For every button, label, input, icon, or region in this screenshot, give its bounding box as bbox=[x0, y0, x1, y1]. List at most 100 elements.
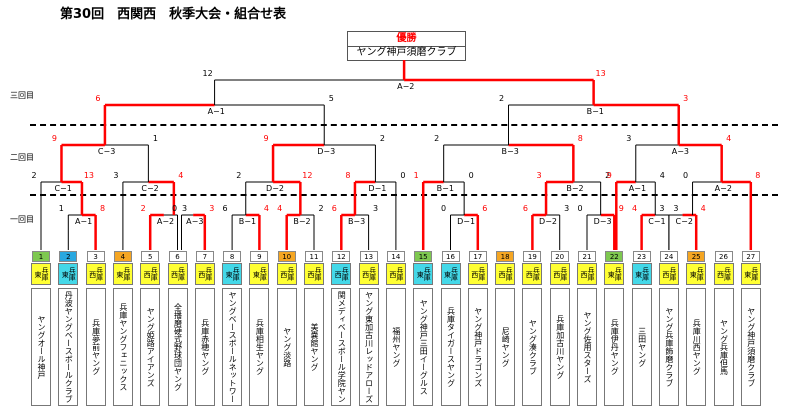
r1-A1-id: A−1 bbox=[74, 217, 93, 226]
r1-B3-id: B−3 bbox=[347, 217, 366, 226]
team-column: 兵庫西ヤング姫路アイアンズ bbox=[140, 263, 161, 406]
team-number: 18 bbox=[496, 251, 515, 262]
r4-A1-id: A−1 bbox=[207, 107, 225, 116]
team-pref-text: 兵庫西 bbox=[552, 267, 568, 281]
team-number: 9 bbox=[250, 251, 269, 262]
r4-A1-score-l: 6 bbox=[95, 94, 101, 103]
team-number: 15 bbox=[414, 251, 433, 262]
r2-B2-score-r: 2 bbox=[605, 171, 611, 180]
r2-A1-score-l: 9 bbox=[606, 171, 612, 180]
team-pref-text: 兵庫西 bbox=[334, 267, 350, 281]
team-pref: 兵庫西 bbox=[140, 263, 161, 285]
round-label-2: 二回目 bbox=[10, 153, 34, 162]
team-number: 5 bbox=[141, 251, 160, 262]
team-pref: 兵庫東 bbox=[58, 263, 79, 285]
team-column: 兵庫西ヤング湊クラブ bbox=[522, 263, 543, 406]
team-column: 兵庫東ヤングオール神戸 bbox=[31, 263, 51, 406]
winner-name: ヤング神戸須磨クラブ bbox=[356, 47, 457, 58]
team-pref: 兵庫東 bbox=[740, 263, 761, 285]
team-pref-text: 兵庫西 bbox=[197, 267, 213, 281]
r4-B1-score-r: 3 bbox=[683, 94, 689, 103]
r1-A1-score-r: 8 bbox=[100, 204, 106, 213]
team-column: 兵庫東兵庫伊丹ヤング bbox=[604, 263, 625, 406]
r2-C2-score-l: 3 bbox=[113, 171, 119, 180]
r1-D3-id: D−3 bbox=[593, 217, 612, 226]
r1-C1-score-l: 4 bbox=[632, 204, 638, 213]
team-name: 美嚢館ヤング bbox=[304, 288, 324, 406]
r1-C1-id: C−1 bbox=[648, 217, 666, 226]
team-column: 兵庫西兵庫加古川ヤング bbox=[549, 263, 570, 406]
team-column: 兵庫東兵庫タイガースヤング bbox=[440, 263, 461, 406]
team-name: ヤング神戸須磨クラブ bbox=[740, 288, 761, 406]
r3-C3-score-r: 1 bbox=[152, 134, 158, 143]
team-pref-text: 兵庫西 bbox=[143, 267, 159, 281]
team-number: 16 bbox=[441, 251, 460, 262]
r1-A3-score-l: 0 bbox=[171, 204, 178, 213]
team-number: 11 bbox=[305, 251, 323, 262]
team-name: ヤング東加古川レッドアローズ bbox=[358, 288, 379, 406]
team-pref: 兵庫西 bbox=[276, 263, 297, 285]
team-column: 兵庫東兵庫川西ヤング bbox=[686, 263, 707, 406]
team-pref-text: 兵庫東 bbox=[634, 267, 650, 281]
round-label-1: 一回目 bbox=[10, 215, 34, 224]
team-pref: 兵庫西 bbox=[495, 263, 516, 285]
team-number: 6 bbox=[168, 251, 187, 262]
team-name: 兵庫加古川ヤング bbox=[549, 288, 570, 406]
team-number: 12 bbox=[332, 251, 351, 262]
team-pref: 兵庫西 bbox=[577, 263, 597, 285]
team-name: 兵庫川西ヤング bbox=[686, 288, 707, 406]
r1-A2-score-r: 3 bbox=[181, 204, 188, 213]
team-name: 全播磨硬式野球団ヤング bbox=[167, 288, 188, 406]
r3-B3-id: B−3 bbox=[501, 147, 519, 156]
r1-B3-score-r: 3 bbox=[373, 204, 379, 213]
divider-1 bbox=[30, 124, 778, 126]
team-pref: 兵庫西 bbox=[331, 263, 352, 285]
team-pref-text: 兵庫東 bbox=[115, 267, 131, 281]
team-column: 兵庫西尼崎ヤング bbox=[495, 263, 516, 406]
r2-C1-score-r: 13 bbox=[83, 171, 95, 180]
r1-D2-score-l: 6 bbox=[522, 204, 528, 213]
team-number: 26 bbox=[714, 251, 733, 262]
team-pref-text: 兵庫西 bbox=[307, 267, 322, 281]
team-number: 17 bbox=[468, 251, 487, 262]
team-name: ヤング湊クラブ bbox=[522, 288, 543, 406]
team-name: ヤング兵庫但馬 bbox=[713, 288, 734, 406]
team-name: ヤング佐用スターズ bbox=[577, 288, 597, 406]
team-number: 23 bbox=[632, 251, 651, 262]
team-name: ヤング兵庫飾磨クラブ bbox=[658, 288, 679, 406]
team-number: 14 bbox=[386, 251, 405, 262]
r1-C1-score-r: 3 bbox=[673, 204, 679, 213]
r2-B1-score-l: 1 bbox=[413, 171, 419, 180]
team-pref: 兵庫東 bbox=[249, 263, 270, 285]
r4-A1-score-r: 5 bbox=[328, 94, 334, 103]
team-pref-text: 兵庫西 bbox=[170, 267, 186, 281]
r1-D2-id: D−2 bbox=[539, 217, 557, 226]
r2-A2-score-l: 0 bbox=[683, 171, 689, 180]
round-label-3: 三回目 bbox=[10, 91, 34, 100]
r2-C1-id: C−1 bbox=[54, 184, 72, 193]
r1-D3-score-l: 0 bbox=[577, 204, 583, 213]
r2-C2-score-r: 4 bbox=[178, 171, 184, 180]
r2-D1-score-r: 0 bbox=[400, 171, 406, 180]
r1-A3-score-r: 3 bbox=[209, 204, 215, 213]
team-name: ヤング姫路アイアンズ bbox=[140, 288, 161, 406]
team-number: 21 bbox=[578, 251, 596, 262]
team-pref: 兵庫西 bbox=[713, 263, 734, 285]
team-pref: 兵庫東 bbox=[31, 263, 51, 285]
team-pref: 兵庫西 bbox=[358, 263, 379, 285]
r2-D1-score-l: 8 bbox=[345, 171, 351, 180]
team-number: 2 bbox=[59, 251, 78, 262]
team-pref-text: 兵庫東 bbox=[34, 267, 49, 281]
team-pref: 兵庫東 bbox=[440, 263, 461, 285]
r2-D2-score-l: 2 bbox=[236, 171, 242, 180]
team-name: 関メディベースボール学院ヤング bbox=[331, 288, 352, 406]
team-name: ヤング神戸三田イーグルス bbox=[413, 288, 434, 406]
team-pref-text: 兵庫東 bbox=[416, 267, 432, 281]
team-pref-text: 兵庫西 bbox=[716, 267, 732, 281]
team-number: 27 bbox=[741, 251, 760, 262]
r3-C3-score-l: 9 bbox=[51, 134, 58, 143]
team-number: 19 bbox=[523, 251, 542, 262]
final-score-l: 12 bbox=[202, 69, 213, 78]
r3-C3-id: C−3 bbox=[97, 147, 116, 156]
